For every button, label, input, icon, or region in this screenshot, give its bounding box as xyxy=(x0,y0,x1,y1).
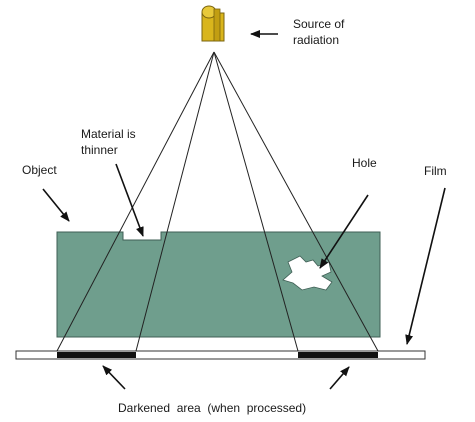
beam-line xyxy=(56,51,215,352)
darkened-arrow-left xyxy=(102,365,126,390)
hole-arrow xyxy=(319,194,369,269)
source-label: Source of radiation xyxy=(293,17,345,47)
radiation-beams xyxy=(56,51,379,352)
hole-label: Hole xyxy=(352,156,377,170)
beam-line xyxy=(213,51,299,352)
radiation-source-icon xyxy=(201,5,225,42)
object-block xyxy=(56,231,381,338)
hole-shape xyxy=(282,255,333,291)
material-arrow xyxy=(115,163,144,237)
beam-line xyxy=(135,51,215,352)
pointer-arrows xyxy=(42,30,446,390)
darkened-arrow-right xyxy=(329,366,350,390)
darkened-label: Darkened area (when processed) xyxy=(118,401,307,415)
material-label: Material is thinner xyxy=(81,127,136,157)
darkened-area-left xyxy=(57,352,136,358)
film-arrow xyxy=(405,187,446,345)
object-label: Object xyxy=(22,163,57,177)
object-arrow xyxy=(42,188,70,222)
film-label: Film xyxy=(424,164,447,178)
film-strip xyxy=(15,350,426,360)
darkened-area-right xyxy=(298,352,378,358)
beam-line xyxy=(213,51,379,352)
